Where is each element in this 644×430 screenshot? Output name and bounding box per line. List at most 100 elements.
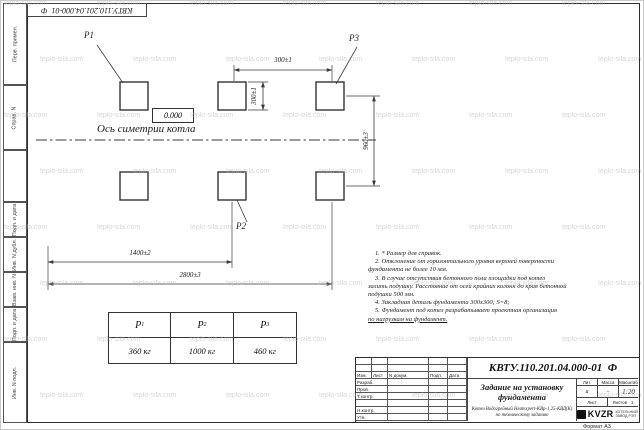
- stamp-box: Подп. и дата: [3, 307, 27, 342]
- titleblock-role-cell: Н.контр.: [356, 407, 388, 414]
- top-doc-suffix: Ф: [41, 5, 48, 15]
- note-line: 4. Закладная деталь фундамента 300х300; …: [375, 299, 510, 307]
- mass-label: Масса: [597, 379, 618, 386]
- titleblock-grid-cell: [448, 358, 467, 365]
- doc-number-text: КВТУ.110.201.04.000-01: [488, 362, 603, 374]
- titleblock-header-cell: Дата: [448, 372, 467, 379]
- titleblock-header-cell: N докум.: [388, 372, 429, 379]
- titleblock-role-cell: Т.контр.: [356, 393, 388, 400]
- leader-line-p3: [335, 46, 358, 85]
- titleblock-grid-cell: [356, 365, 372, 372]
- leader-line-p1: [96, 44, 124, 84]
- note-line: 2. Отклонение от горизонтального уровня …: [375, 258, 555, 266]
- elevation-value: 0.000: [164, 111, 182, 120]
- titleblock-grid-cell: [429, 414, 448, 421]
- titleblock-role-cell: Разраб.: [356, 379, 388, 386]
- stamp-box: Инв. N дубл.: [3, 237, 27, 272]
- titleblock-role-cell: [356, 400, 388, 407]
- titleblock-grid-cell: [356, 358, 372, 365]
- titleblock-grid-cell: [448, 400, 467, 407]
- titleblock-doc-number: КВТУ.110.201.04.000-01 Ф: [467, 358, 638, 379]
- dim-label-half-span: 1400±2: [129, 249, 151, 257]
- titleblock-grid-cell: [448, 407, 467, 414]
- scale-label: Масштаб: [618, 379, 638, 386]
- kvzr-logo-subtext: КОТЕЛЬНЫЙ ЗАВОД РЭП: [615, 410, 638, 418]
- titleblock-grid-cell: [448, 393, 467, 400]
- sheets-cell: Листов 1: [607, 398, 638, 407]
- titleblock-grid-cell: [388, 379, 429, 386]
- leader-line-p2: [236, 199, 248, 223]
- note-line: залить подушку. Расстояние от осей крайн…: [368, 282, 567, 290]
- top-doc-number-text: КВТУ.110.201.04.000-01: [51, 5, 133, 15]
- logo-line1: КОТЕЛЬНЫЙ: [615, 410, 638, 414]
- top-doc-number-box: КВТУ.110.201.04.000-01 Ф: [27, 3, 147, 17]
- dim-label-full-span: 2800±3: [179, 271, 201, 279]
- dim-label-pad-height: 300±1: [250, 87, 258, 105]
- titleblock-grid-cell: [448, 365, 467, 372]
- titleblock-role-cell: Утв.: [356, 414, 388, 421]
- titleblock-header-cell: Лист: [372, 372, 388, 379]
- titleblock-grid-cell: [429, 386, 448, 393]
- stamp-box: Взам. инв. N: [3, 272, 27, 307]
- foundation-pad: [217, 81, 247, 111]
- note-line: подушки 500 мм.: [368, 291, 415, 299]
- titleblock-grid-cell: [388, 386, 429, 393]
- lit-label: Лит.: [576, 379, 597, 386]
- titleblock-grid-cell: [388, 414, 429, 421]
- titleblock-grid-cell: [388, 365, 429, 372]
- dim-label-top-width: 300±1: [274, 56, 292, 64]
- top-doc-number: КВТУ.110.201.04.000-01 Ф: [41, 6, 133, 15]
- notes-block: 1. * Размер для справок.2. Отклонение от…: [368, 250, 586, 324]
- titleblock-grid-cell: [429, 400, 448, 407]
- note-line: 3. В случае отсутствия бетонного пола пл…: [375, 274, 545, 282]
- format-label: Формат А3: [583, 424, 611, 430]
- note-line: 1. * Размер для справок.: [375, 250, 442, 257]
- symmetry-axis-label: Ось симетрии котла: [97, 123, 196, 135]
- pad-label-p2: Р2: [236, 221, 246, 231]
- titleblock-grid-cell: [388, 400, 429, 407]
- titleblock-grid-cell: [448, 414, 467, 421]
- stamp-box: Справ. N: [3, 85, 27, 150]
- titleblock-grid-cell: [429, 393, 448, 400]
- lit-value: и: [576, 386, 597, 398]
- titleblock-product: Котел Водогрейный Heatexpert-КВр-1,25-КВ…: [467, 405, 576, 421]
- titleblock-grid-cell: [372, 358, 388, 365]
- pad-label-p3: Р3: [349, 33, 359, 43]
- foundation-pad: [315, 171, 345, 201]
- stamp-box: Перв. примен.: [3, 3, 27, 85]
- stamp-box: Подп. и дата: [3, 202, 27, 237]
- titleblock-grid-cell: [429, 365, 448, 372]
- stamp-box: [3, 150, 27, 202]
- titleblock-grid-cell: [448, 379, 467, 386]
- mass-table-value-cell: 460 кг: [253, 345, 276, 356]
- titleblock-role-cell: Пров.: [356, 386, 388, 393]
- titleblock-title: Задание на установку фундамента: [467, 379, 576, 405]
- titleblock-grid-cell: [388, 407, 429, 414]
- kvzr-logo-icon: [577, 409, 586, 419]
- drawing-frame: [27, 3, 640, 423]
- mass-table-value-cell: 1000 кг: [171, 338, 234, 363]
- elevation-mark: 0.000: [152, 108, 194, 123]
- doc-suffix-text: Ф: [607, 362, 618, 374]
- note-line: 5. Фундамент под котел разрабатывает про…: [375, 307, 557, 315]
- note-line: фундамента не более 10 мм.: [368, 266, 448, 274]
- manufacturer-logo: KVZR КОТЕЛЬНЫЙ ЗАВОД РЭП: [576, 407, 638, 421]
- titleblock-grid-cell: [429, 358, 448, 365]
- kvzr-logo-text: KVZR: [587, 409, 614, 419]
- dim-label-row-spacing: 960±3: [362, 132, 370, 150]
- titleblock-grid-cell: [388, 358, 429, 365]
- titleblock-grid-cell: [372, 365, 388, 372]
- sheets-label: Листов: [612, 399, 627, 405]
- titleblock-grid-cell: [429, 407, 448, 414]
- mass-table-value-cell: 360 кг: [109, 338, 172, 363]
- foundation-pad: [119, 171, 149, 201]
- note-line: по нагрузкам на фундамент.: [368, 315, 448, 323]
